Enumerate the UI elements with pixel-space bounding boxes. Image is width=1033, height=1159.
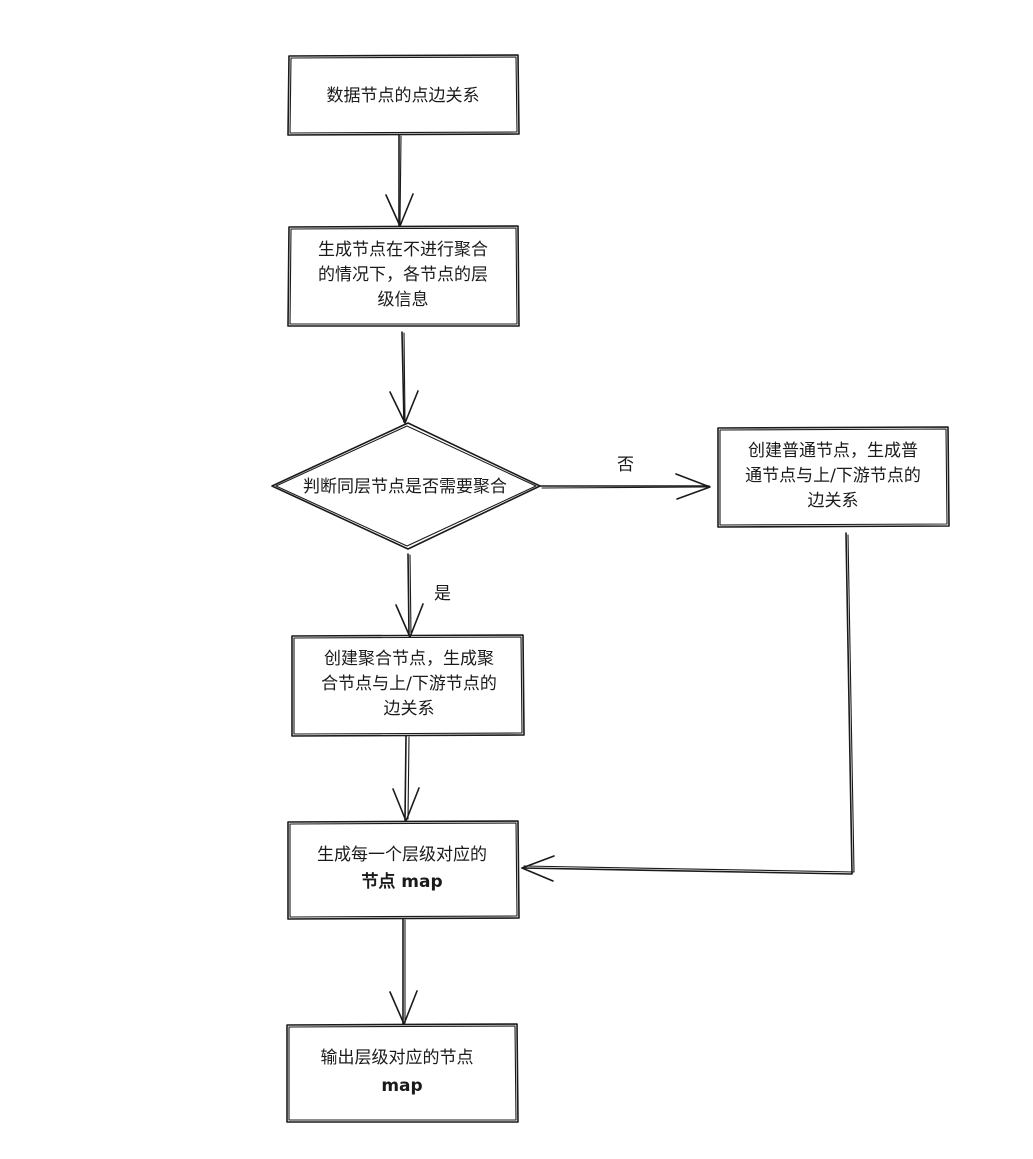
node-data-relations-line-1: 数据节点的点边关系 (327, 86, 480, 106)
node-data-relations: 数据节点的点边关系 (287, 54, 520, 136)
edge-aggregate-to-levelmap (392, 735, 420, 822)
node-decision-line-1: 判断同层节点是否需要聚合 (303, 477, 507, 497)
edge-label-no: 否 (617, 455, 634, 475)
node-level-info-line-3: 级信息 (378, 290, 429, 310)
node-create-normal: 创建普通节点，生成普 通节点与上/下游节点的 边关系 (717, 426, 950, 528)
node-create-aggregate: 创建聚合节点，生成聚 合节点与上/下游节点的 边关系 (291, 634, 525, 737)
node-level-map-line-1: 生成每一个层级对应的 (317, 845, 487, 865)
node-decision: 判断同层节点是否需要聚合 (271, 422, 541, 550)
node-create-aggregate-line-2: 合节点与上/下游节点的 (321, 674, 497, 694)
edge-levelmap-to-output (389, 918, 418, 1025)
edge-decision-to-normal: 否 (539, 455, 711, 500)
node-output-line-2: map (381, 1076, 422, 1096)
edge-normal-to-levelmap (521, 532, 855, 882)
node-create-aggregate-line-3: 边关系 (384, 699, 435, 719)
node-create-normal-line-1: 创建普通节点，生成普 (748, 441, 918, 461)
edge-label-yes: 是 (434, 584, 451, 604)
node-output-line-1: 输出层级对应的节点 (321, 1048, 474, 1068)
edge-levels-to-decision (389, 331, 419, 424)
node-create-aggregate-line-1: 创建聚合节点，生成聚 (324, 649, 494, 669)
node-level-info-line-1: 生成节点在不进行聚合 (318, 240, 488, 260)
node-level-info-line-2: 的情况下，各节点的层 (318, 265, 488, 285)
node-output: 输出层级对应的节点 map (286, 1023, 519, 1123)
node-level-info: 生成节点在不进行聚合 的情况下，各节点的层 级信息 (287, 225, 520, 327)
node-level-map-line-2: 节点 map (361, 871, 442, 892)
edge-start-to-levels (385, 134, 414, 227)
node-create-normal-line-2: 通节点与上/下游节点的 (745, 466, 921, 486)
node-level-map: 生成每一个层级对应的 节点 map (287, 820, 520, 920)
node-create-normal-line-3: 边关系 (808, 491, 859, 511)
edge-decision-to-aggregate: 是 (395, 553, 451, 638)
